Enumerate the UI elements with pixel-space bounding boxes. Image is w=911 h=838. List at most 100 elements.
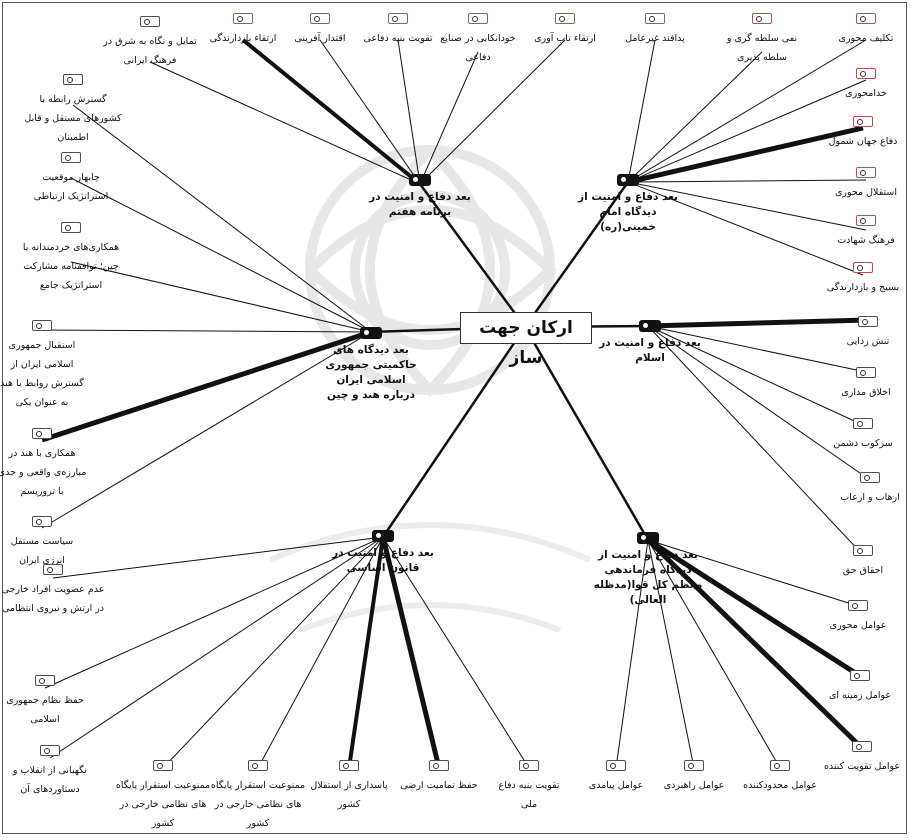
leaf-label: تنش زدایی bbox=[846, 336, 890, 347]
leaf-connector bbox=[615, 539, 649, 769]
leaf-node: عوامل زمینه ای bbox=[820, 670, 900, 702]
leaf-connector bbox=[627, 179, 867, 183]
leaf-label: ارتقاء تاب آوری bbox=[534, 33, 596, 44]
leaf-label: همکاری‌های خردمندانه با چین؛ توافقنامه م… bbox=[22, 242, 120, 291]
leaf-connector bbox=[382, 536, 530, 769]
node-icon bbox=[853, 116, 873, 127]
leaf-connector bbox=[647, 325, 871, 481]
branch-label: بعد دفاع و امنیت در قانون اساسی bbox=[332, 547, 434, 574]
node-icon bbox=[617, 174, 639, 186]
node-icon bbox=[645, 13, 665, 24]
leaf-label: عدم عضویت افراد خارجی در ارتش و نیروی ان… bbox=[1, 584, 105, 614]
branch-india-china: بعد دیدگاه های حاکمیتی جمهوری اسلامی ایر… bbox=[321, 327, 421, 403]
leaf-label: عوامل پیامدی bbox=[588, 780, 644, 791]
node-icon bbox=[35, 675, 55, 686]
leaf-node: خودانکایی در صنایع دفاعی bbox=[438, 13, 518, 64]
leaf-connector bbox=[70, 261, 372, 333]
leaf-label: چابهار موقعیت استراتژیک ارتباطی bbox=[33, 172, 109, 202]
node-icon bbox=[555, 13, 575, 24]
leaf-node: عوامل محدودکننده bbox=[735, 760, 825, 792]
leaf-connector bbox=[241, 38, 422, 186]
leaf-node: ارتقاء بازدارندگی bbox=[198, 13, 288, 45]
branch-supreme-leader: بعد دفاع و امنیت از دیدگاه فرماندهی معظم… bbox=[593, 532, 703, 608]
leaf-connector bbox=[647, 325, 864, 556]
node-icon bbox=[606, 760, 626, 771]
node-icon bbox=[248, 760, 268, 771]
leaf-connector bbox=[647, 539, 695, 769]
leaf-node: پاسداری از استقلال کشور bbox=[304, 760, 394, 811]
leaf-node: فرهنگ شهادت bbox=[824, 215, 908, 247]
branch-label: بعد دفاع و امنیت از دیدگاه امام خمینی(ره… bbox=[578, 191, 678, 233]
node-icon bbox=[61, 152, 81, 163]
node-icon bbox=[684, 760, 704, 771]
leaf-connector bbox=[419, 51, 479, 185]
leaf-node: ممنوعیت استقرار پایگاه های نظامی خارجی د… bbox=[113, 760, 213, 830]
leaf-connector bbox=[647, 317, 869, 329]
hub-connector bbox=[523, 181, 630, 328]
leaf-node: عوامل پیامدی bbox=[580, 760, 652, 792]
leaf-connector bbox=[627, 39, 867, 183]
watermark-logo bbox=[268, 145, 592, 633]
leaf-node: اقتدار آفرینی bbox=[285, 13, 355, 45]
leaf-node: سرکوب دشمن bbox=[824, 418, 902, 450]
node-icon bbox=[468, 13, 488, 24]
leaf-label: پدافند غیرعامل bbox=[625, 33, 685, 44]
branch-label: بعد دفاع و امنیت در اسلام bbox=[599, 337, 701, 364]
node-icon bbox=[856, 13, 876, 24]
leaf-connector bbox=[257, 536, 384, 769]
leaf-node: بسیج و بازدارندگی bbox=[818, 262, 908, 294]
leaf-label: سیاست مستقل انرژی ایران bbox=[10, 536, 74, 566]
leaf-connector bbox=[347, 536, 385, 769]
node-icon bbox=[61, 222, 81, 233]
node-icon bbox=[852, 741, 872, 752]
node-icon bbox=[429, 760, 449, 771]
branch-imam-khomeini: بعد دفاع و امنیت از دیدگاه امام خمینی(ره… bbox=[573, 174, 683, 235]
leaf-connector bbox=[627, 181, 864, 276]
leaf-node: تنش زدایی bbox=[832, 316, 904, 348]
leaf-label: نفی سلطه گری و سلطه پذیری bbox=[726, 33, 798, 63]
leaf-label: گسترش رابطه با کشورهای مستقل و قابل اطمی… bbox=[24, 94, 122, 143]
leaf-label: تقویت بنیه دفاع ملی bbox=[498, 780, 560, 810]
leaf-label: عوامل محدودکننده bbox=[743, 780, 817, 791]
node-icon bbox=[339, 760, 359, 771]
branch-constitution: بعد دفاع و امنیت در قانون اساسی bbox=[328, 530, 438, 576]
node-icon bbox=[32, 516, 52, 527]
leaf-node: تقویت بنیه دفاعی bbox=[358, 13, 438, 45]
node-icon bbox=[853, 545, 873, 556]
leaf-connector bbox=[41, 329, 372, 443]
leaf-connector bbox=[627, 79, 867, 183]
node-icon bbox=[388, 13, 408, 24]
leaf-node: همکاری‌های خردمندانه با چین؛ توافقنامه م… bbox=[12, 222, 130, 292]
leaf-node: عوامل راهبردی bbox=[658, 760, 730, 792]
leaf-node: استقبال جمهوری اسلامی ایران از گسترش روا… bbox=[0, 320, 87, 409]
leaf-connector bbox=[646, 537, 862, 679]
node-icon bbox=[63, 74, 83, 85]
leaf-connector bbox=[647, 539, 781, 769]
leaf-connector bbox=[380, 536, 442, 769]
node-icon bbox=[858, 316, 878, 327]
leaf-label: عوامل محوری bbox=[829, 620, 887, 631]
branch-label: بعد دفاع و امنیت در برنامه هفتم bbox=[369, 191, 471, 218]
leaf-connector bbox=[72, 104, 372, 333]
leaf-label: ممنوعیت استقرار پایگاه های نظامی خارجی د… bbox=[115, 780, 211, 829]
leaf-connector bbox=[627, 51, 763, 183]
center-node: ارکان جهت ساز bbox=[460, 312, 592, 368]
leaf-node: گسترش رابطه با کشورهای مستقل و قابل اطمی… bbox=[21, 74, 125, 144]
node-icon bbox=[639, 320, 661, 332]
leaf-node: ممنوعیت استقرار پایگاه های نظامی خارجی د… bbox=[208, 760, 308, 830]
leaf-connector bbox=[52, 536, 384, 579]
node-icon bbox=[140, 16, 160, 27]
hub-connector bbox=[523, 326, 650, 541]
leaf-connector bbox=[627, 125, 864, 185]
node-icon bbox=[856, 68, 876, 79]
leaf-label: احقاق حق bbox=[842, 565, 884, 576]
leaf-node: حفظ تمامیت ارضی bbox=[399, 760, 479, 792]
leaf-label: ممنوعیت استقرار پایگاه های نظامی خارجی د… bbox=[210, 780, 306, 829]
node-icon bbox=[372, 530, 394, 542]
node-icon bbox=[853, 262, 873, 273]
leaf-node: تقویت بنیه دفاع ملی bbox=[489, 760, 569, 811]
branch-label: بعد دفاع و امنیت از دیدگاه فرماندهی معظم… bbox=[593, 549, 703, 606]
node-icon bbox=[853, 418, 873, 429]
